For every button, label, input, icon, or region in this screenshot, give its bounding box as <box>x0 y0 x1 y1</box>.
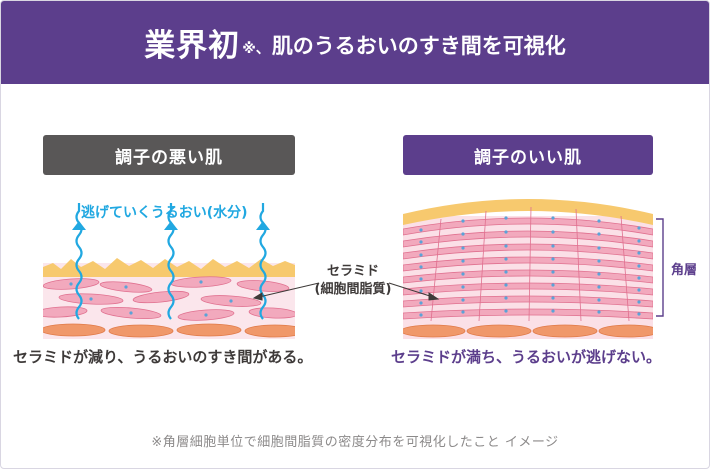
good-skin-label: 調子のいい肌 <box>403 135 653 175</box>
bad-skin-label: 調子の悪い肌 <box>43 135 295 175</box>
ceramide-pointers <box>252 282 440 301</box>
header-title-rest: 肌のうるおいのすき間を可視化 <box>271 33 566 58</box>
good-skin-cross-section <box>403 199 653 339</box>
bad-skin-caption: セラミドが減り、うるおいのすき間がある。 <box>13 348 313 366</box>
moisture-escape-label: 逃げていくうるおい(水分) <box>81 205 248 221</box>
footnote: ※角層細胞単位で細胞間脂質の密度分布を可視化したこと イメージ <box>151 435 559 450</box>
header-banner: 業界初 ※、 肌のうるおいのすき間を可視化 <box>1 1 709 84</box>
ceramide-label: セラミド (細胞間脂質) <box>308 263 398 299</box>
arrow-head-icon <box>164 221 178 230</box>
ceramide-label-line2: (細胞間脂質) <box>314 282 392 297</box>
layer-bracket <box>656 218 664 317</box>
arrow-head-icon <box>256 221 270 230</box>
header-title-mark: ※、 <box>242 40 270 57</box>
stratum-corneum-label: 角層 <box>671 263 698 278</box>
ceramide-label-line1: セラミド <box>326 264 379 279</box>
arrow-head-icon <box>72 221 86 230</box>
header-title-main: 業界初 <box>144 28 241 64</box>
good-skin-caption: セラミドが満ち、うるおいが逃げない。 <box>391 348 662 366</box>
dense-corneocytes <box>403 217 653 320</box>
healthy-surface-layer <box>403 199 653 225</box>
